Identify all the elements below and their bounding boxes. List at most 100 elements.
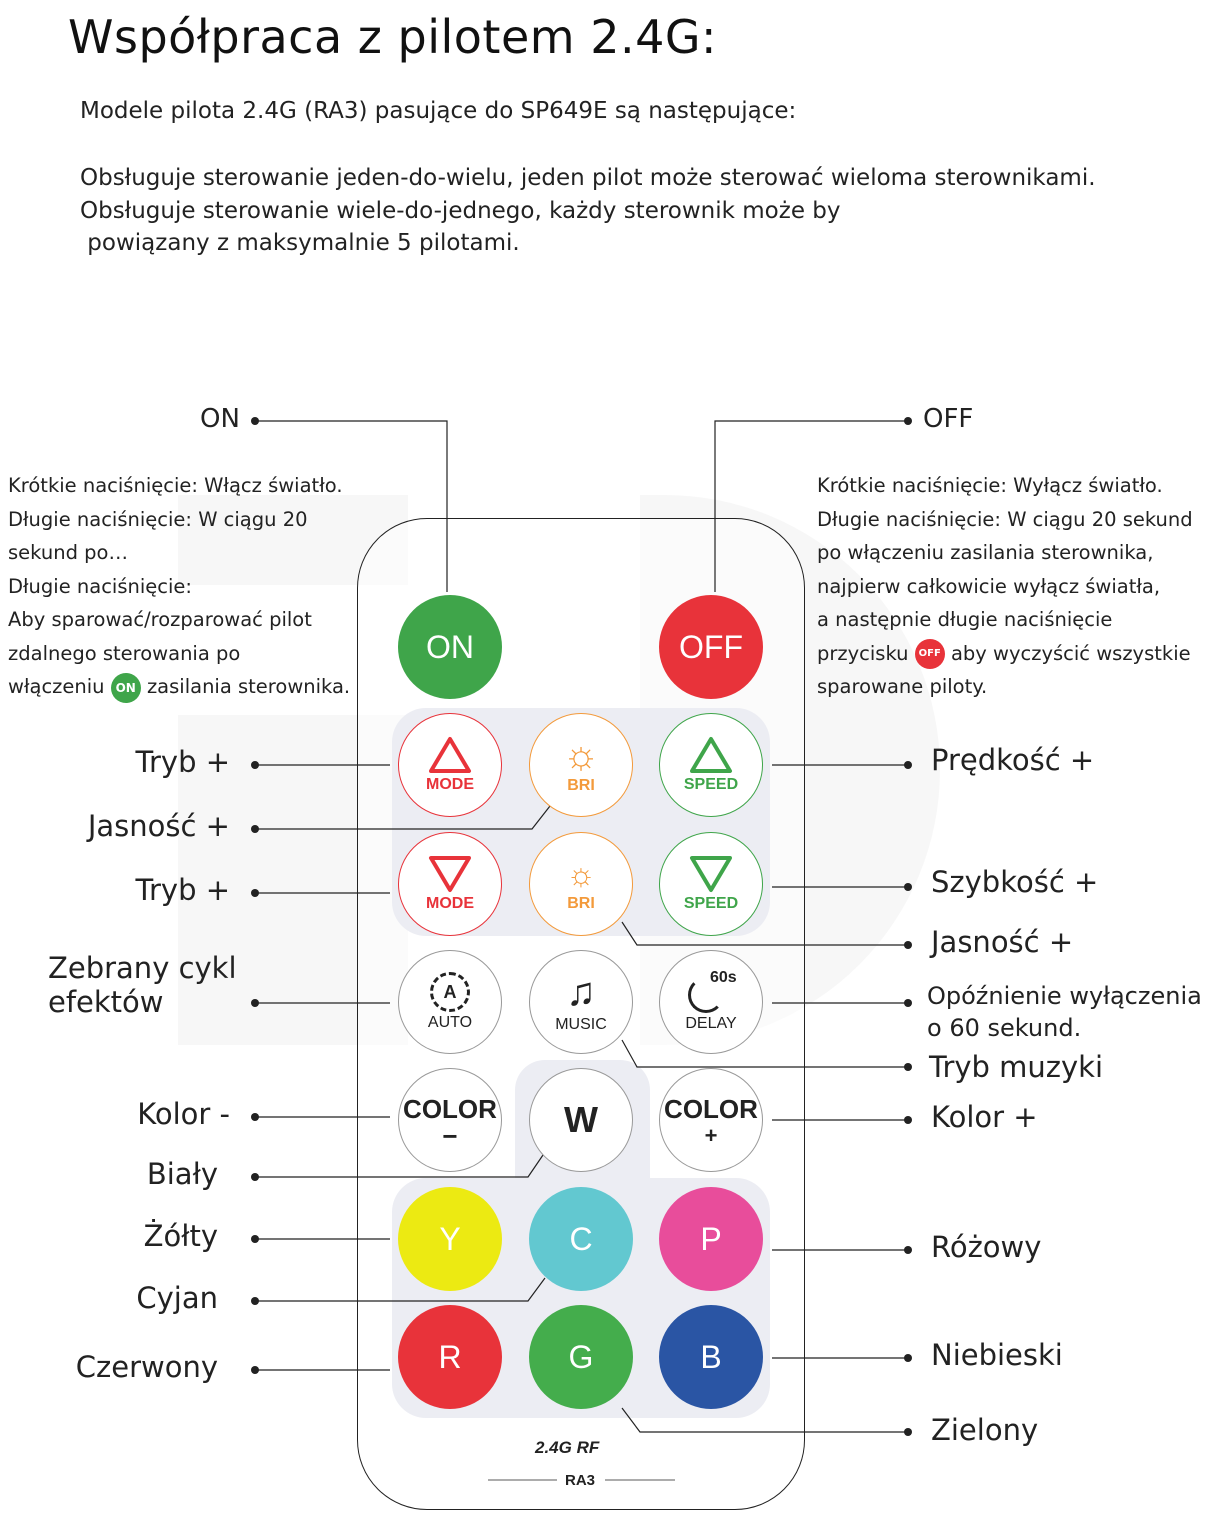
yellow-button[interactable]: Y: [398, 1187, 502, 1291]
cyan-button[interactable]: C: [529, 1187, 633, 1291]
button-label: MODE: [426, 776, 474, 793]
off-callout-label: OFF: [923, 404, 974, 434]
label-red: Czerwony: [75, 1350, 218, 1384]
page-title: Współpraca z pilotem 2.4G:: [68, 10, 718, 64]
desc-text: zasilania sterownika.: [146, 675, 351, 698]
off-badge: OFF: [914, 639, 945, 669]
label-mode-down: Tryb +: [135, 873, 230, 907]
desc-line: zdalnego sterowania po: [8, 641, 241, 665]
label-color-minus: Kolor -: [137, 1097, 230, 1131]
button-label: AUTO: [427, 1014, 473, 1031]
desc-line: Aby sparować/rozparować pilot: [8, 608, 312, 631]
auto-cycle-icon: A: [430, 972, 470, 1012]
desc-line: przycisku OFF aby wyczyścić wszystkie: [817, 637, 1193, 671]
label-speed-up: Prędkość +: [931, 743, 1095, 777]
button-label: COLOR: [664, 1093, 758, 1124]
music-note-icon: ♫: [566, 970, 596, 1014]
plus-icon: +: [704, 1122, 718, 1148]
desc-line: najpierw całkowicie wyłącz światła,: [817, 574, 1161, 598]
label-green: Zielony: [931, 1413, 1039, 1447]
button-label: OFF: [679, 628, 743, 665]
label-yellow: Żółty: [143, 1219, 218, 1253]
sun-icon: ☼: [562, 733, 600, 777]
desc-line: Krótkie naciśnięcie: Wyłącz światło.: [817, 474, 1163, 497]
label-auto-1: Zebrany cykl: [48, 951, 237, 985]
desc-text: włączeniu: [8, 675, 105, 698]
button-label: Y: [439, 1220, 461, 1257]
label-cyan: Cyjan: [136, 1281, 218, 1315]
triangle-down-icon: [690, 856, 732, 892]
label-music: Tryb muzyki: [929, 1050, 1104, 1084]
label-white: Biały: [146, 1157, 218, 1191]
triangle-up-icon: [429, 737, 471, 773]
speed-down-button[interactable]: SPEED: [659, 832, 763, 936]
auto-icon-letter: A: [443, 981, 457, 1002]
desc-line: Długie naciśnięcie:: [8, 574, 192, 598]
on-button[interactable]: ON: [398, 595, 502, 699]
model-label: RA3: [565, 1472, 596, 1489]
desc-text: przycisku: [817, 641, 909, 665]
label-pink: Różowy: [931, 1230, 1042, 1264]
brightness-up-button[interactable]: ☼ BRI: [529, 713, 633, 817]
white-button[interactable]: W: [529, 1068, 633, 1172]
desc-line: Krótkie naciśnięcie: Włącz światło.: [8, 474, 343, 497]
speed-up-button[interactable]: SPEED: [659, 713, 763, 817]
button-label: COLOR: [403, 1093, 497, 1124]
timer-ring: [688, 977, 724, 1013]
music-button[interactable]: ♫ MUSIC: [529, 950, 633, 1054]
mode-down-button[interactable]: MODE: [398, 832, 502, 936]
button-label: ON: [426, 628, 474, 665]
on-callout-label: ON: [200, 404, 240, 434]
button-label: MODE: [426, 895, 474, 912]
off-button[interactable]: OFF: [659, 595, 763, 699]
label-blue: Niebieski: [931, 1338, 1063, 1372]
brand-logo: 2.4G RF: [535, 1438, 600, 1457]
triangle-down-icon: [429, 856, 471, 892]
support-line-1: Obsługuje sterowanie jeden-do-wielu, jed…: [80, 165, 1096, 191]
red-button[interactable]: R: [398, 1305, 502, 1409]
desc-line: Długie naciśnięcie: W ciągu 20: [8, 507, 308, 531]
on-description: Krótkie naciśnięcie: Włącz światło. Dług…: [8, 469, 350, 704]
button-label: DELAY: [685, 1015, 737, 1032]
color-minus-button[interactable]: COLOR −: [398, 1068, 502, 1172]
triangle-up-icon: [690, 737, 732, 773]
button-label: BRI: [567, 895, 595, 912]
support-line-3: powiązany z maksymalnie 5 pilotami.: [80, 230, 520, 256]
button-label: BRI: [567, 777, 595, 794]
intro-text: Modele pilota 2.4G (RA3) pasujące do SP6…: [80, 98, 797, 124]
desc-line: sparowane piloty.: [817, 675, 988, 698]
button-label: SPEED: [683, 895, 739, 912]
green-button[interactable]: G: [529, 1305, 633, 1409]
label-brightness-down: Jasność +: [931, 925, 1074, 959]
desc-line: a następnie długie naciśnięcie: [817, 608, 1113, 631]
desc-text: aby wyczyścić wszystkie: [950, 641, 1191, 665]
button-label: MUSIC: [555, 1016, 607, 1033]
label-speed-down: Szybkość +: [931, 865, 1099, 899]
desc-line: po włączeniu zasilania sterownika,: [817, 541, 1154, 564]
desc-line: sekund po…: [8, 541, 128, 564]
label-auto-2: efektów: [48, 985, 164, 1019]
blue-button[interactable]: B: [659, 1305, 763, 1409]
color-plus-button[interactable]: COLOR +: [659, 1068, 763, 1172]
on-badge: ON: [110, 672, 141, 703]
brightness-down-button[interactable]: ☼ BRI: [529, 832, 633, 936]
off-description: Krótkie naciśnięcie: Wyłącz światło. Dłu…: [817, 469, 1193, 704]
sun-icon: ☼: [566, 856, 596, 892]
timer-text: 60s: [710, 969, 737, 986]
label-delay-1: Opóźnienie wyłączenia: [927, 982, 1202, 1010]
delay-button[interactable]: 60s DELAY: [659, 950, 763, 1054]
pink-button[interactable]: P: [659, 1187, 763, 1291]
button-label: SPEED: [683, 776, 739, 793]
minus-icon: −: [442, 1120, 458, 1151]
button-label: G: [568, 1338, 594, 1375]
desc-line: Długie naciśnięcie: W ciągu 20 sekund: [817, 507, 1193, 531]
label-color-plus: Kolor +: [931, 1100, 1038, 1134]
mode-up-button[interactable]: MODE: [398, 713, 502, 817]
timer-icon: 60s: [686, 969, 737, 1013]
label-mode-up: Tryb +: [135, 745, 230, 779]
button-label: C: [569, 1220, 593, 1257]
button-label: P: [700, 1220, 722, 1257]
auto-button[interactable]: A AUTO: [398, 950, 502, 1054]
